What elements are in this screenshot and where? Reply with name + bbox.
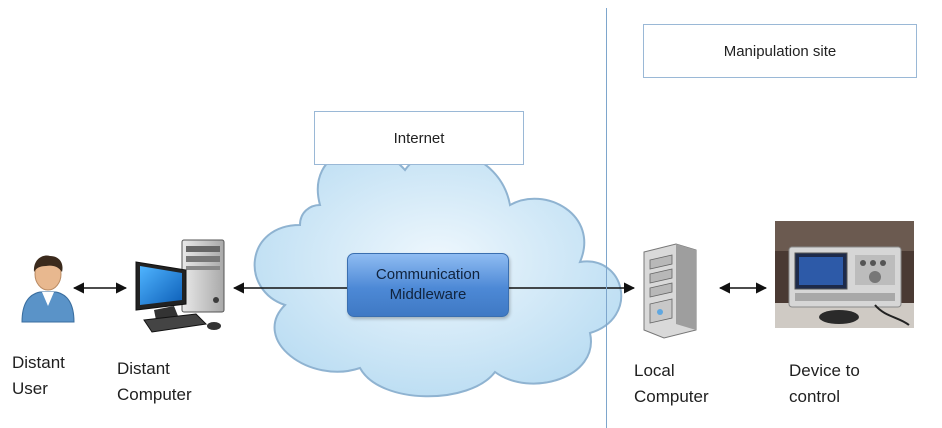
device-photo — [775, 221, 914, 328]
site-divider — [606, 8, 607, 428]
middleware-line-2: Middleware — [389, 286, 467, 303]
manipulation-site-label: Manipulation site — [723, 42, 837, 60]
server-tower-icon — [643, 243, 697, 339]
internet-label: Internet — [393, 129, 445, 147]
middleware-line-1: Communication — [375, 266, 481, 283]
device-to-control-label: Device to control — [789, 361, 860, 406]
user-icon — [21, 255, 75, 323]
communication-middleware-box: Communication Middleware — [347, 253, 509, 317]
local-computer-label: Local Computer — [634, 361, 709, 406]
desktop-computer-icon — [135, 239, 225, 333]
distant-computer-label: Distant Computer — [117, 359, 192, 404]
distant-user-label: Distant User — [12, 353, 65, 398]
manipulation-site-box: Manipulation site — [643, 24, 917, 78]
internet-box: Internet — [314, 111, 524, 165]
